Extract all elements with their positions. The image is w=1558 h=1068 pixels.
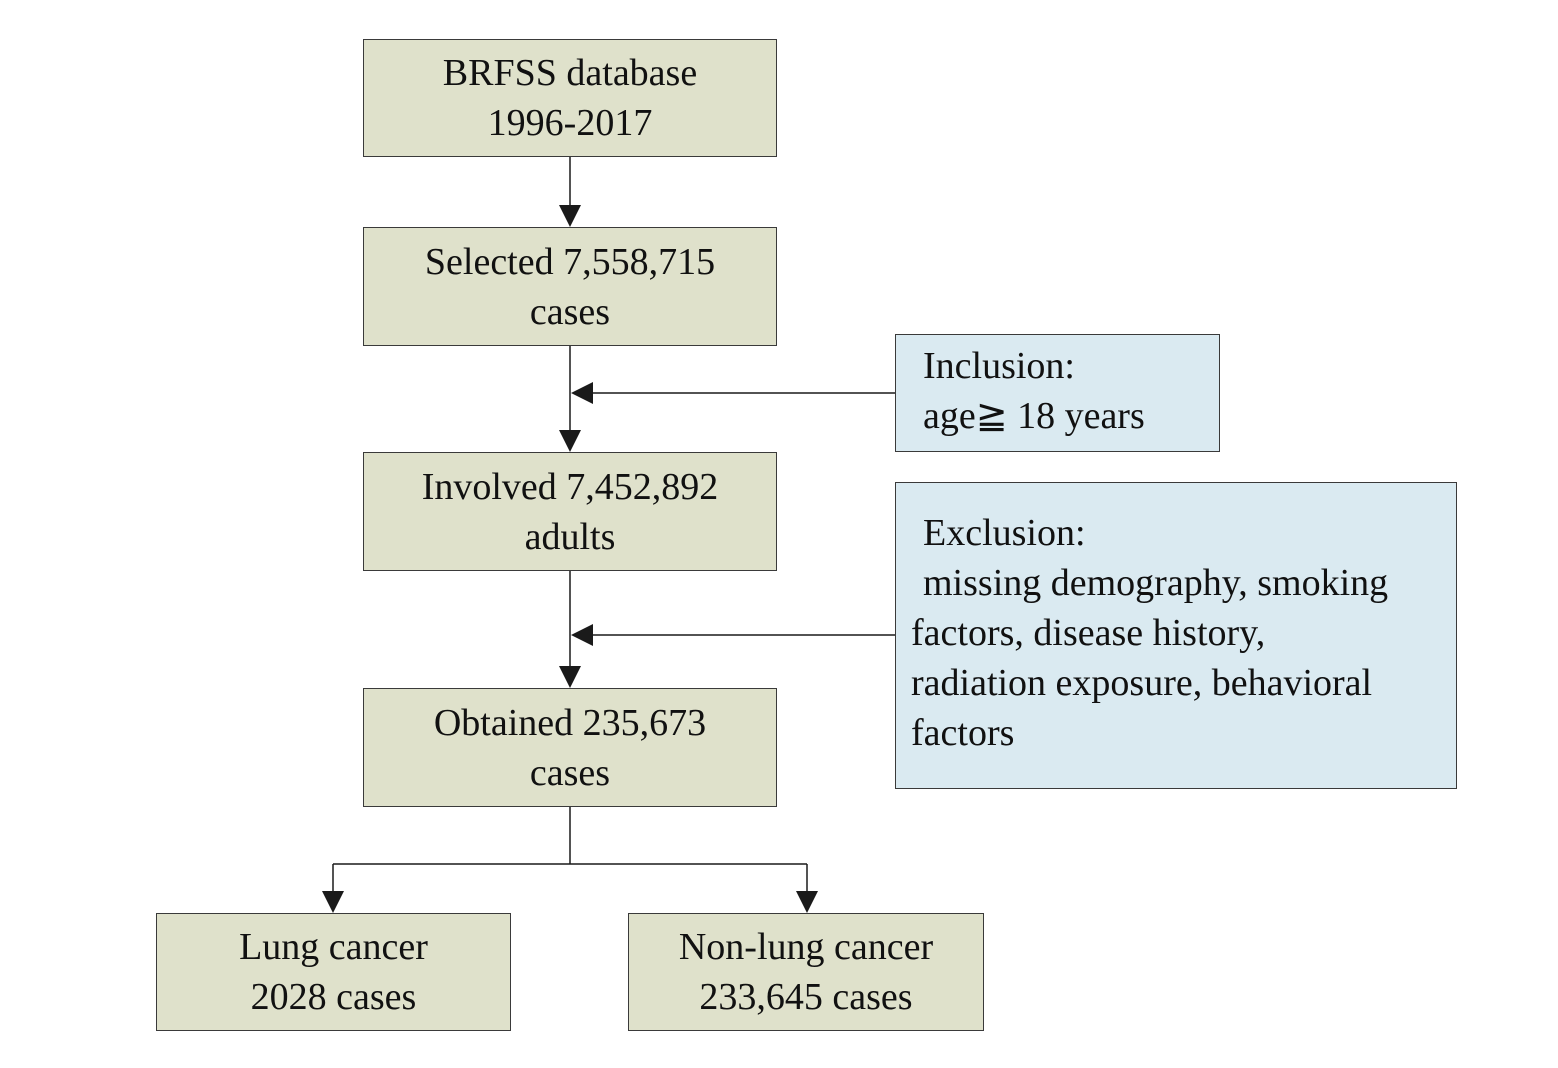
exclusion-criteria-box: Exclusion: missing demography, smoking f… (895, 482, 1457, 789)
box-line: 233,645 cases (699, 976, 913, 1018)
arrowhead-involved (559, 430, 581, 452)
box-line: Selected 7,558,715 (424, 240, 716, 283)
inclusion-criteria-box: Inclusion: age≧ 18 years (895, 334, 1220, 452)
box-line: Non-lung cancer (678, 926, 934, 968)
box-line: Lung cancer (239, 926, 428, 968)
arrowhead-obtained (559, 666, 581, 688)
box-line: Exclusion: (923, 512, 1086, 554)
box-line: cases (529, 290, 611, 333)
non-lung-cancer-box: Non-lung cancer 233,645 cases (628, 913, 984, 1031)
box-line: 2028 cases (250, 976, 417, 1018)
arrowhead-exclusion (571, 624, 593, 646)
arrowhead-inclusion (571, 382, 593, 404)
selected-cases-box: Selected 7,558,715 cases (363, 227, 777, 346)
arrowhead-nonlung (796, 891, 818, 913)
lung-cancer-box: Lung cancer 2028 cases (156, 913, 511, 1031)
box-line: BRFSS database (442, 52, 698, 94)
box-line: adults (524, 515, 616, 558)
box-line: Involved 7,452,892 (421, 465, 719, 508)
box-line: radiation exposure, behavioral (911, 662, 1373, 704)
box-line: Inclusion: (923, 345, 1075, 387)
arrowhead-lung (322, 891, 344, 913)
box-line: missing demography, smoking (923, 562, 1389, 604)
box-line: 1996-2017 (487, 102, 653, 144)
brfss-database-box: BRFSS database 1996-2017 (363, 39, 777, 157)
arrowhead-selected (559, 205, 581, 227)
box-line: factors (911, 712, 1015, 754)
box-line: age≧ 18 years (923, 395, 1145, 437)
box-line: factors, disease history, (911, 612, 1266, 654)
involved-adults-box: Involved 7,452,892 adults (363, 452, 777, 571)
obtained-cases-box: Obtained 235,673 cases (363, 688, 777, 807)
box-line: Obtained 235,673 (433, 701, 707, 744)
box-line: cases (529, 751, 611, 794)
